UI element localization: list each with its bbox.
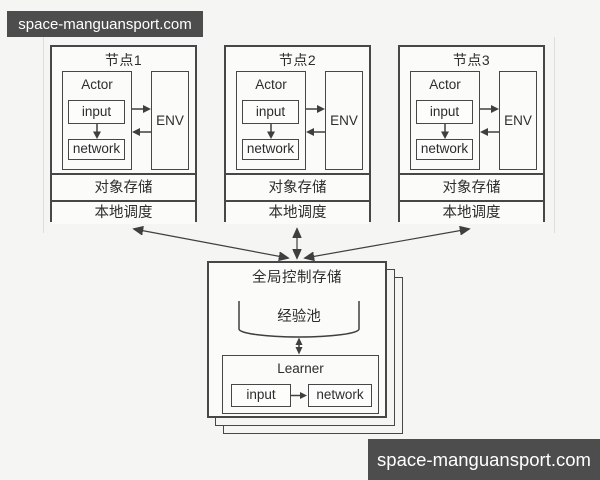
actor-network-box: network xyxy=(416,139,473,160)
database-cylinder-icon xyxy=(238,293,360,338)
actor-network-box: network xyxy=(242,139,299,160)
actor-input-box: input xyxy=(416,100,473,124)
node-3-object-storage-row: 对象存储 xyxy=(400,173,543,200)
actor-label: Actor xyxy=(255,77,287,92)
learner-label: Learner xyxy=(277,361,324,376)
watermark-bottom-right: space-manguansport.com xyxy=(368,439,600,480)
learner-box: Learner input network xyxy=(222,355,379,414)
node-3-box: 节点3 Actor input network ENV 对象存储 本地调度 xyxy=(398,45,545,224)
right-edge-line xyxy=(554,37,555,233)
env-actor-left-arrow-icon xyxy=(306,128,325,136)
input-network-right-arrow-icon xyxy=(291,392,307,399)
actor-network-box: network xyxy=(68,139,125,160)
node-3-local-scheduling-row: 本地调度 xyxy=(400,200,543,224)
experience-pool-label: 经验池 xyxy=(277,309,321,325)
learner-input-box: input xyxy=(231,384,291,407)
node-1-env-box: ENV xyxy=(151,71,189,170)
node-1-global-double-arrow xyxy=(134,229,288,258)
double-vertical-arrow-icon xyxy=(295,337,303,355)
node-2-env-box: ENV xyxy=(325,71,363,170)
node-3-env-box: ENV xyxy=(499,71,537,170)
actor-env-right-arrow-icon xyxy=(132,105,151,113)
node-3-actor-box: Actor input network xyxy=(410,71,480,170)
node-3-global-double-arrow xyxy=(305,229,469,258)
node-2-box: 节点2 Actor input network ENV 对象存储 本地调度 xyxy=(224,45,371,224)
node-2-object-storage-row: 对象存储 xyxy=(226,173,369,200)
node-2-local-scheduling-row: 本地调度 xyxy=(226,200,369,224)
learner-network-box: network xyxy=(308,384,372,407)
global-control-store-box: 全局控制存储 经验池 Learner input network xyxy=(207,261,387,418)
node-3-title: 节点3 xyxy=(452,52,491,68)
node-2-actor-box: Actor input network xyxy=(236,71,306,170)
node-1-box: 节点1 Actor input network ENV 对象存储 本地调度 xyxy=(50,45,197,224)
node-1-title: 节点1 xyxy=(104,52,143,68)
node-2-title: 节点2 xyxy=(278,52,317,68)
actor-env-right-arrow-icon xyxy=(480,105,499,113)
global-control-store-title: 全局控制存储 xyxy=(252,270,342,286)
actor-label: Actor xyxy=(429,77,461,92)
left-edge-line xyxy=(43,37,44,233)
env-actor-left-arrow-icon xyxy=(480,128,499,136)
node-1-object-storage-row: 对象存储 xyxy=(52,173,195,200)
node-1-local-scheduling-row: 本地调度 xyxy=(52,200,195,224)
actor-label: Actor xyxy=(81,77,113,92)
actor-input-box: input xyxy=(242,100,299,124)
env-actor-left-arrow-icon xyxy=(132,128,151,136)
actor-env-right-arrow-icon xyxy=(306,105,325,113)
watermark-top-left: space-manguansport.com xyxy=(7,11,203,37)
node-1-actor-box: Actor input network xyxy=(62,71,132,170)
actor-input-box: input xyxy=(68,100,125,124)
